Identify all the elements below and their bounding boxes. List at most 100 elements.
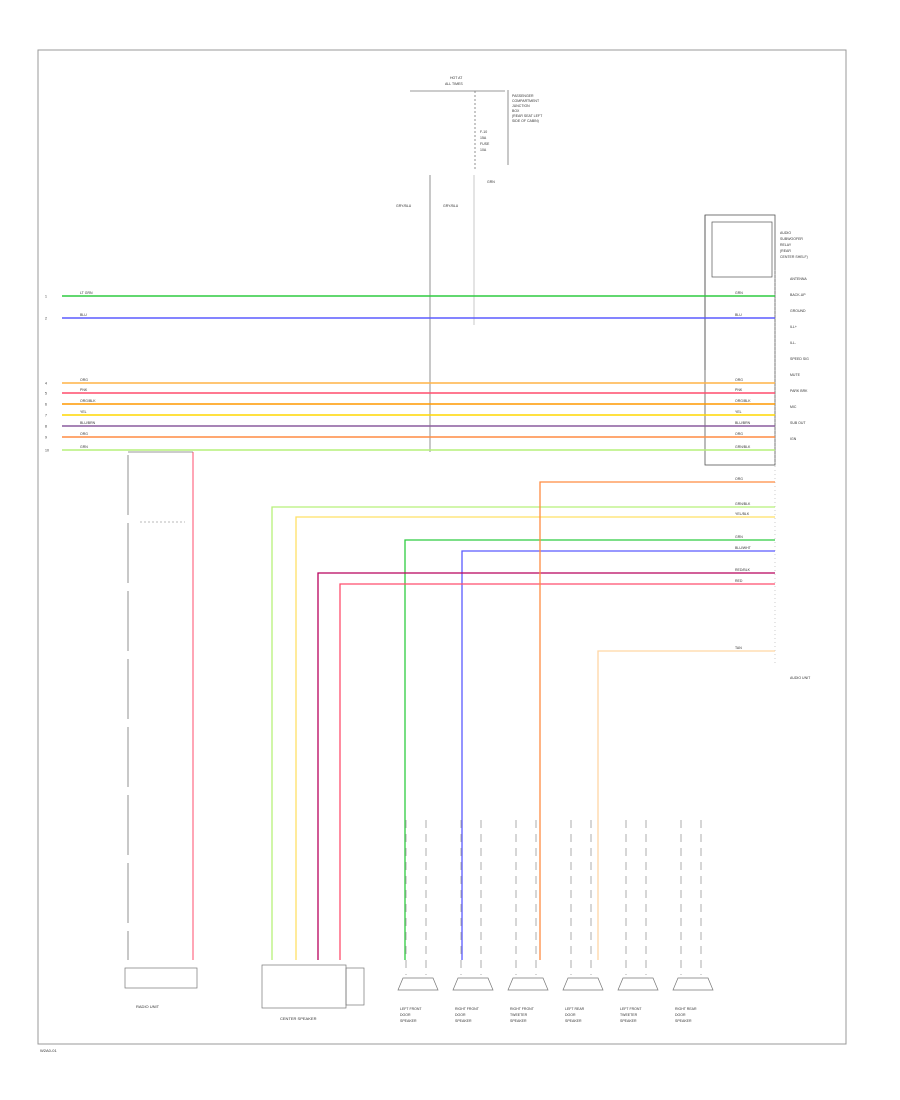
speaker-3-name-2: SPEAKER <box>565 1019 582 1023</box>
speaker-5-name-2: SPEAKER <box>675 1019 692 1023</box>
left-wire-pin-3: 5 <box>45 392 47 396</box>
right-wire-label-2: ORG <box>735 378 743 382</box>
speaker-wire-2 <box>404 539 775 960</box>
speaker-wire-1 <box>295 516 775 960</box>
hot-at-label-2: ALL TIMES <box>445 82 463 86</box>
speaker-wire-label-1: YEL/BLK <box>735 512 750 516</box>
left-wire-pin-1: 2 <box>45 317 47 321</box>
junction-box-line-2: COMPARTMENT <box>512 99 540 103</box>
speaker-2-name-2: SPEAKER <box>510 1019 527 1023</box>
speaker-wire-label-5: RED <box>735 579 743 583</box>
fuse-line-1: F-10 <box>480 130 487 134</box>
speaker-4-name-1: TWEETER <box>620 1013 638 1017</box>
center-speaker-block: CENTER SPEAKER <box>261 964 365 1021</box>
speaker-2-name-1: TWEETER <box>510 1013 528 1017</box>
speaker-wire-3 <box>461 550 775 960</box>
left-wire-pin-8: 10 <box>45 449 49 453</box>
speaker-4: LEFT FRONT TWEETER SPEAKER <box>617 820 659 1023</box>
speaker-1-name-2: SPEAKER <box>455 1019 472 1023</box>
speaker-wire-label-3: BLU/WHT <box>735 546 752 550</box>
module-top-line-1: AUDIO <box>780 231 791 235</box>
speaker-0: LEFT FRONT DOOR SPEAKER <box>397 820 439 1023</box>
module-pin-3: ILL+ <box>790 325 797 329</box>
speaker-3-icon <box>562 977 604 991</box>
speaker-wire-label-7: TAN <box>735 646 742 650</box>
fuse-line-3: FUSE <box>480 142 490 146</box>
left-wire-label-3: PNK <box>80 388 88 392</box>
speaker-1-name-1: DOOR <box>455 1013 466 1017</box>
speaker-wire-4 <box>317 572 775 960</box>
right-wire-label-3: PNK <box>735 388 743 392</box>
left-wire-label-0: LT GRN <box>80 291 93 295</box>
module-pin-2: GROUND <box>790 309 806 313</box>
center-speaker-label: CENTER SPEAKER <box>280 1016 317 1021</box>
speaker-wire-label-0: GRN/BLK <box>735 502 751 506</box>
junction-box-line-5: (REAR SEAT LEFT <box>512 114 543 118</box>
speaker-wire-6 <box>539 481 775 960</box>
fuse-line-4: 10A <box>480 148 487 152</box>
junction-box-line-3: JUNCTION <box>512 104 530 108</box>
module-pin-9: SUB OUT <box>790 421 806 425</box>
module-top-line-5: CENTER SHELF) <box>780 255 808 259</box>
module-pin-0: ANTENNA <box>790 277 807 281</box>
right-wire-label-4: ORG/BLK <box>735 399 751 403</box>
speaker-0-name-1: DOOR <box>400 1013 411 1017</box>
module-pin-8: MIC <box>790 405 797 409</box>
hot-at-label-1: HOT AT <box>450 76 463 80</box>
module-pin-6: MUTE <box>790 373 801 377</box>
diagram-frame <box>37 49 847 1045</box>
speaker-wire-0 <box>271 506 775 960</box>
speaker-2-name-0: RIGHT FRONT <box>510 1007 535 1011</box>
tap-label-left: GRY/BLU <box>396 204 412 208</box>
speaker-0-icon <box>397 977 439 991</box>
module-pin-1: BACK-UP <box>790 293 806 297</box>
speaker-1-name-0: RIGHT FRONT <box>455 1007 480 1011</box>
speaker-wire-7 <box>597 650 775 960</box>
left-wire-pin-2: 4 <box>45 382 47 386</box>
speaker-4-name-0: LEFT FRONT <box>620 1007 642 1011</box>
right-wire-label-0: GRN <box>735 291 743 295</box>
speaker-5-icon <box>672 977 714 991</box>
right-wire-label-8: GRN/BLK <box>735 445 751 449</box>
speaker-2-icon <box>507 977 549 991</box>
speaker-0-name-2: SPEAKER <box>400 1019 417 1023</box>
tap-label-right: GRY/BLU <box>443 204 459 208</box>
footer-code: W2A0-01 <box>40 1048 57 1053</box>
module-pin-5: SPEED SIG <box>790 357 809 361</box>
speaker-wire-label-2: GRN <box>735 535 743 539</box>
left-wire-label-8: GRN <box>80 445 88 449</box>
left-wire-pin-0: 1 <box>45 295 47 299</box>
module-top-line-2: SUBWOOFER <box>780 237 803 241</box>
module-pin-10: IGN <box>790 437 797 441</box>
module-top-line-4: (REAR <box>780 249 791 253</box>
speaker-2: RIGHT FRONT TWEETER SPEAKER <box>507 820 549 1023</box>
speaker-wire-label-6: ORG <box>735 477 743 481</box>
radio-unit-label: RADIO UNIT <box>136 1004 160 1009</box>
left-wire-label-5: YEL <box>80 410 87 414</box>
junction-box-line-1: PASSENGER <box>512 94 534 98</box>
speaker-wire-label-4: RED/BLK <box>735 568 751 572</box>
speaker-0-name-0: LEFT FRONT <box>400 1007 422 1011</box>
left-wire-pin-6: 8 <box>45 425 47 429</box>
speaker-5-name-1: DOOR <box>675 1013 686 1017</box>
right-wire-label-6: BLU/BRN <box>735 421 751 425</box>
fuse-line-2: 15A <box>480 136 487 140</box>
speaker-4-name-2: SPEAKER <box>620 1019 637 1023</box>
right-wire-label-1: BLU <box>735 313 742 317</box>
module-name: AUDIO UNIT <box>790 676 811 680</box>
left-wire-pin-5: 7 <box>45 414 47 418</box>
speaker-1: RIGHT FRONT DOOR SPEAKER <box>452 820 494 1023</box>
left-wire-label-4: ORG/BLK <box>80 399 96 403</box>
ground-label-top: GRN <box>487 180 495 184</box>
speaker-5-name-0: RIGHT REAR <box>675 1007 697 1011</box>
power-source-block: HOT AT ALL TIMES PASSENGER COMPARTMENT J… <box>396 76 543 452</box>
module-pin-4: ILL- <box>790 341 797 345</box>
left-wire-label-2: ORG <box>80 378 88 382</box>
left-wire-label-1: BLU <box>80 313 87 317</box>
module-top-line-3: RELAY <box>780 243 792 247</box>
module-pin-labels: ANTENNA BACK-UP GROUND ILL+ ILL- SPEED SIG MUT… <box>790 277 809 441</box>
speaker-wire-5 <box>339 583 775 960</box>
